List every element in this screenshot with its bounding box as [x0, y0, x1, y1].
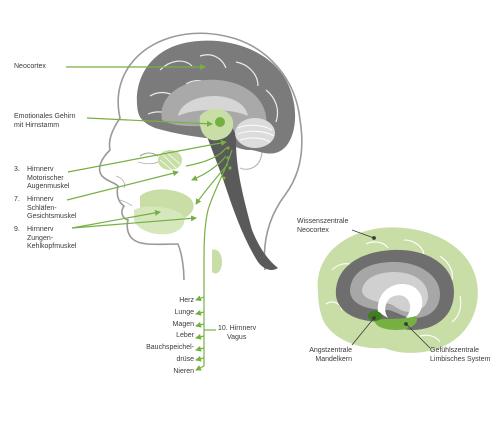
label-wissen-line1: Wissenszentrale — [297, 218, 349, 225]
label-angst-line1: Angstzentrale — [309, 347, 352, 354]
label-nerve7-line3: Gesichtsmuskel — [27, 213, 77, 220]
label-nerve7-line2: Schläfen- — [27, 204, 57, 212]
label-nerve7-line1: Hirnnerv — [27, 196, 54, 203]
head-profile-illustration — [98, 32, 303, 281]
label-nerve9-line3: Kehlkopfmuskel — [27, 243, 77, 250]
organ-item: Nieren — [173, 367, 194, 375]
organ-item: Herz — [179, 297, 194, 304]
label-neocortex: Neocortex — [14, 63, 46, 70]
label-vagus-line2: Vagus — [227, 333, 247, 341]
nerve-lines — [66, 64, 233, 371]
label-angst-line2: Mandelkern — [315, 355, 352, 363]
label-gefuehlszentrale: Gefühlszentrale Limbisches System — [430, 347, 490, 364]
label-gefuehl-line1: Gefühlszentrale — [430, 347, 480, 354]
label-nerve7-number: 7. — [14, 196, 20, 203]
organ-item: Magen — [172, 320, 194, 328]
label-angstzentrale: Angstzentrale Mandelkern — [290, 347, 352, 364]
label-nerve3-line1: Hirnnerv — [27, 166, 54, 173]
label-nerve3-number: 3. — [14, 166, 20, 173]
label-vagus: 10. Hirnnerv Vagus — [218, 325, 256, 342]
label-nerve3-line3: Augenmuskel — [27, 183, 70, 190]
label-emotional-line2: mit Hirnstamm — [14, 121, 60, 129]
head-outline — [98, 32, 303, 281]
label-wissenszentrale: Wissenszentrale Neocortex — [297, 218, 348, 235]
eye-muscle-shape — [158, 150, 182, 170]
label-nerve3-line2: Motorischer — [27, 174, 64, 182]
label-vagus-line1: 10. Hirnnerv — [218, 325, 257, 332]
label-nerve7: Hirnnerv Schläfen- Gesichtsmuskel — [27, 196, 76, 222]
organ-item: drüse — [176, 355, 194, 363]
organ-list: Herz Lunge Magen Leber Bauchspeichel- dr… — [130, 295, 194, 378]
organ-item: Lunge — [174, 308, 194, 316]
label-nerve9-number: 9. — [14, 226, 20, 233]
organ-item: Bauchspeichel- — [146, 344, 194, 352]
label-nerve9-line1: Hirnnerv — [27, 226, 54, 233]
brainstem — [206, 117, 278, 270]
label-emotional-brain: Emotionales Gehirn mit Hirnstamm — [14, 113, 75, 130]
amygdala-shape — [368, 311, 382, 321]
organ-item: Leber — [176, 332, 194, 340]
label-wissen-line2: Neocortex — [297, 226, 329, 234]
label-gefuehl-line2: Limbisches System — [430, 355, 491, 363]
throat-muscle-shape — [212, 249, 222, 274]
label-nerve9-line2: Zungen- — [27, 234, 54, 242]
limbic-system-shape — [377, 284, 423, 319]
brain-section-illustration — [317, 227, 478, 353]
label-nerve9: Hirnnerv Zungen- Kehlkopfmuskel — [27, 226, 76, 252]
label-nerve3: Hirnnerv Motorischer Augenmuskel — [27, 166, 69, 192]
label-emotional-line1: Emotionales Gehirn — [14, 113, 76, 120]
